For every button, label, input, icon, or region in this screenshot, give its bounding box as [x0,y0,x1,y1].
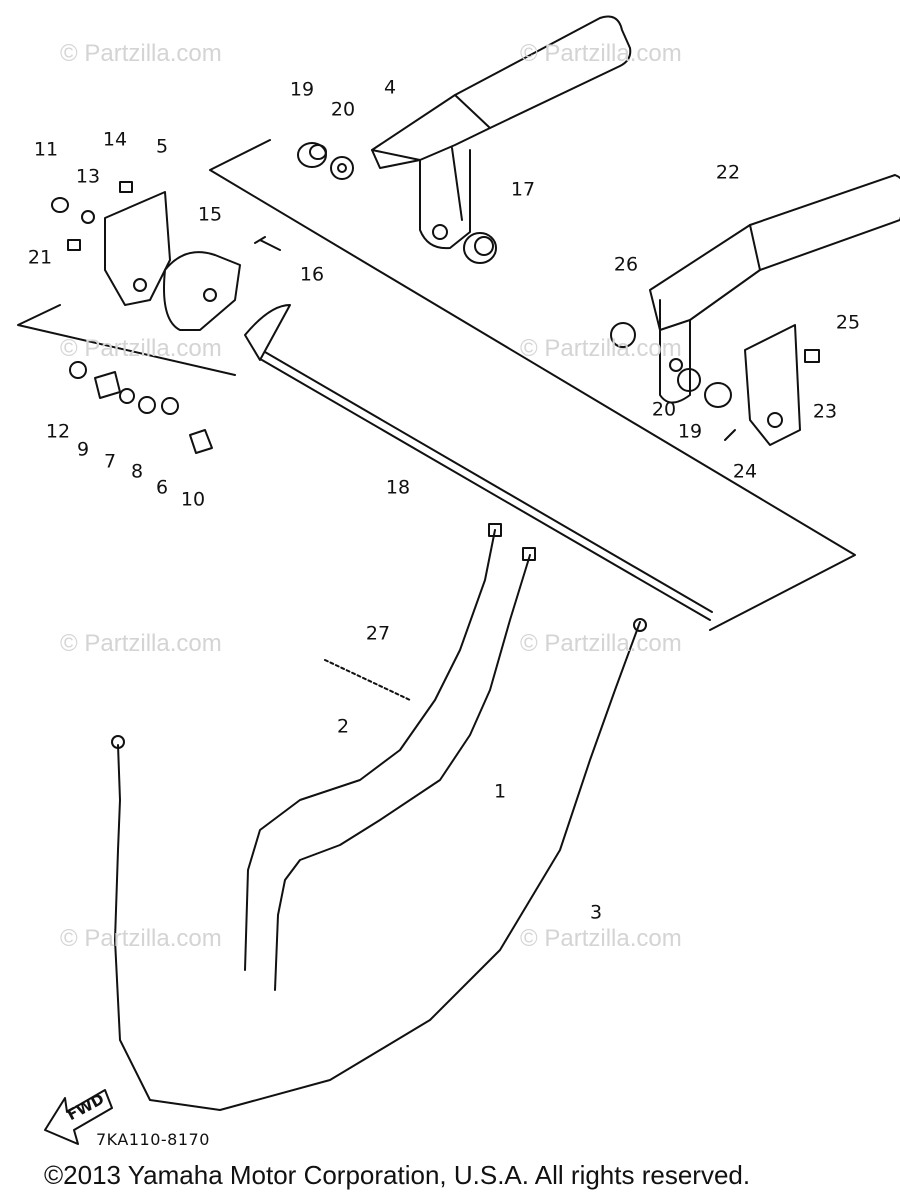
watermark: © Partzilla.com [60,40,222,67]
callout-1: 1 [493,780,507,803]
bushing-19-right [704,382,732,408]
watermark: © Partzilla.com [60,630,222,657]
collar-17 [463,232,497,264]
watermark: © Partzilla.com [520,40,682,67]
callout-23: 23 [812,400,838,423]
watermark: © Partzilla.com [60,335,222,362]
callout-11: 11 [33,138,59,161]
callout-12: 12 [45,420,71,443]
cable-2 [244,523,502,971]
callout-19: 19 [289,78,315,101]
washer-20-left [330,156,354,180]
plate-23 [744,324,801,446]
pin-24 [724,429,736,441]
left-handlebar-grip [371,15,632,250]
washer-20-right [677,368,701,392]
collar-26 [610,322,636,348]
callout-25: 25 [835,311,861,334]
bushing-19-left [297,142,327,168]
callout-9: 9 [76,438,90,461]
bolt-25 [804,349,820,363]
drawing-code: 7KA110-8170 [96,1130,210,1149]
cable-1 [274,547,536,991]
cable-3 [111,618,647,1111]
callout-22: 22 [715,161,741,184]
callout-19: 19 [677,420,703,443]
copyright-notice: ©2013 Yamaha Motor Corporation, U.S.A. A… [44,1160,751,1190]
callout-8: 8 [130,460,144,483]
housing-15 [163,251,241,331]
callout-16: 16 [299,263,325,286]
callout-10: 10 [180,488,206,511]
callout-5: 5 [155,135,169,158]
watermark: © Partzilla.com [60,925,222,952]
watermark: © Partzilla.com [520,925,682,952]
callout-7: 7 [103,450,117,473]
callout-27: 27 [365,622,391,645]
fwd-arrow-icon [44,1089,113,1145]
callout-26: 26 [613,253,639,276]
callout-4: 4 [383,76,397,99]
callout-20: 20 [651,398,677,421]
callout-2: 2 [336,715,350,738]
watermark: © Partzilla.com [520,630,682,657]
bracket-5 [104,191,171,306]
callout-13: 13 [75,165,101,188]
callout-18: 18 [385,476,411,499]
shaft-18 [244,304,713,621]
screw-16 [254,236,281,251]
callout-3: 3 [589,901,603,924]
callout-21: 21 [27,246,53,269]
callout-6: 6 [155,476,169,499]
callout-20: 20 [330,98,356,121]
hardware-left [51,181,133,251]
watermark: © Partzilla.com [520,335,682,362]
wire-27 [324,659,411,701]
assembly-outline [17,139,856,631]
callout-24: 24 [732,460,758,483]
right-handlebar-grip [649,174,900,404]
callout-17: 17 [510,178,536,201]
callout-15: 15 [197,203,223,226]
callout-14: 14 [102,128,128,151]
small-parts-left [69,361,213,454]
